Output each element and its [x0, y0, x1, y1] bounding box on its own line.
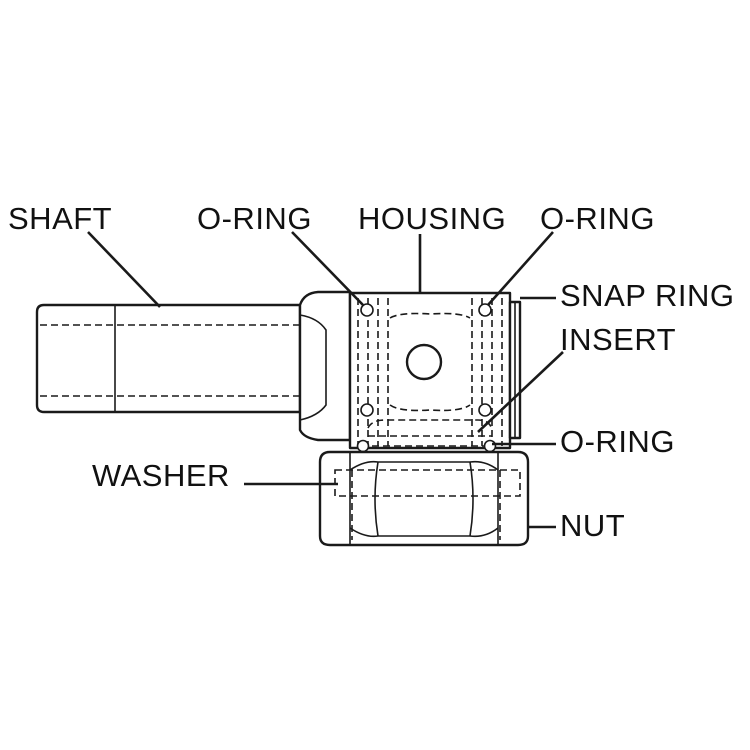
- label-o-ring-left: O-RING: [197, 201, 312, 236]
- leader-insert: [477, 351, 564, 433]
- snap-ring: [508, 300, 522, 440]
- label-o-ring-right: O-RING: [540, 201, 655, 236]
- o-ring-upper-left: [360, 303, 374, 317]
- o-ring-mid-left: [360, 403, 374, 417]
- labels: SHAFT O-RING HOUSING O-RING SNAP RING IN…: [8, 201, 734, 543]
- o-ring-lower-left: [356, 439, 370, 453]
- shaft: [35, 303, 302, 414]
- o-ring-lower-right: [483, 439, 497, 453]
- label-housing: HOUSING: [358, 201, 506, 236]
- o-rings: [356, 303, 497, 453]
- leader-o-ring-right: [487, 231, 554, 306]
- leader-shaft: [87, 231, 161, 308]
- label-nut: NUT: [560, 508, 625, 543]
- leader-lines: [87, 231, 564, 529]
- shaft-hex-flange: [298, 290, 352, 442]
- o-ring-mid-right: [478, 403, 492, 417]
- leader-o-ring-left: [291, 231, 364, 306]
- label-shaft: SHAFT: [8, 201, 112, 236]
- label-snap-ring: SNAP RING: [560, 278, 734, 313]
- label-washer: WASHER: [92, 458, 230, 493]
- nut: [318, 450, 530, 547]
- label-insert: INSERT: [560, 322, 676, 357]
- insert: [367, 419, 493, 447]
- housing: [348, 291, 512, 450]
- label-o-ring-lower: O-RING: [560, 424, 675, 459]
- o-ring-upper-right: [478, 303, 492, 317]
